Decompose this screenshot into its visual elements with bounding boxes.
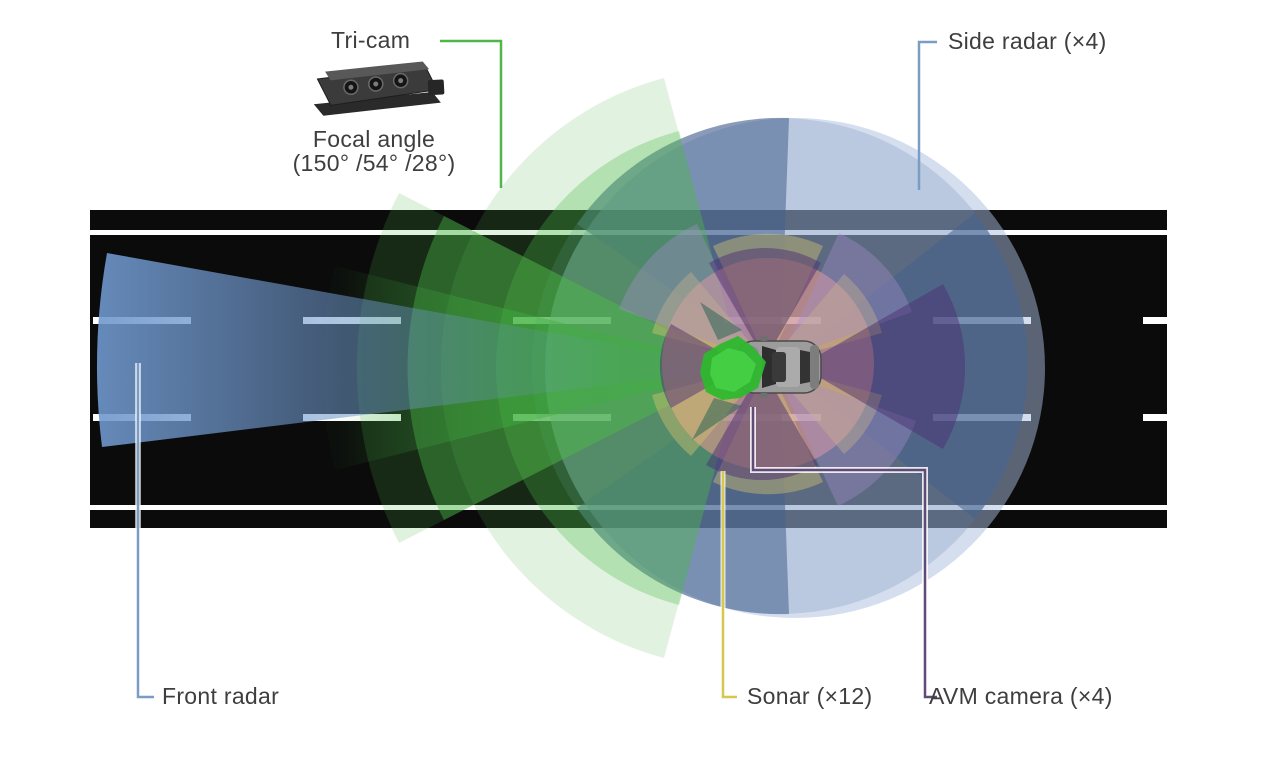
device-lens-3-glint [398, 78, 404, 84]
device-top [325, 61, 430, 81]
blob-inner [710, 348, 756, 392]
device-lens-2-glint [373, 81, 379, 87]
focal-angle-title: Focal angle [312, 126, 436, 152]
avm-fan-up [709, 247, 821, 360]
side-radar-leader-line [917, 40, 937, 190]
car-mirror-bottom [760, 393, 768, 398]
device-base [313, 92, 441, 116]
avm-fan-rear [800, 284, 966, 449]
accent-teal-top [700, 302, 742, 340]
car-trunk [810, 345, 819, 389]
tricam-leader-line [440, 39, 503, 188]
accent-teal-bottom [692, 398, 742, 440]
car-rear-window [800, 350, 810, 384]
avm-lavender-upright [780, 233, 912, 360]
avm-camera-label: AVM camera (×4) [929, 683, 1113, 709]
avm-leader-line [751, 407, 937, 699]
tricam-sensor-blob [700, 336, 766, 400]
front-radar-leader-line [136, 363, 154, 699]
front-radar-beam [97, 253, 747, 447]
leader-lines [135, 39, 937, 700]
tricam-device-icon [313, 61, 445, 116]
sonar-leader-line [721, 471, 737, 699]
front-radar-label: Front radar [162, 683, 280, 709]
car-mirror-top [760, 336, 768, 341]
focal-angle-values: (150° /54° /28°) [292, 150, 456, 176]
avm-fan-down [706, 368, 818, 481]
car-sunroof [772, 352, 786, 382]
side-radar-label: Side radar (×4) [948, 28, 1107, 54]
sonar-label: Sonar (×12) [747, 683, 873, 709]
tricam-label: Tri-cam [331, 27, 411, 53]
device-lens-1-glint [348, 84, 354, 90]
device-bracket [427, 79, 445, 96]
